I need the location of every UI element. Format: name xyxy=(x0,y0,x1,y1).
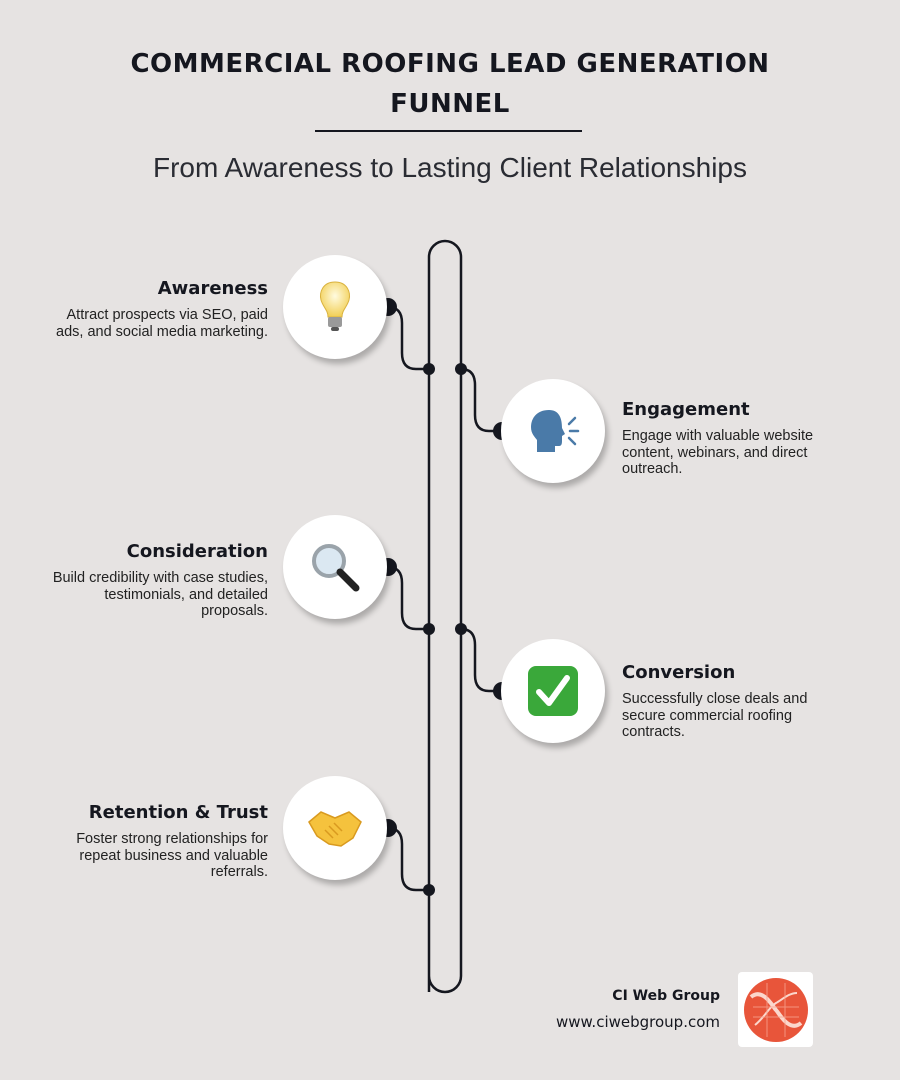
title-line-2: FUNNEL xyxy=(390,89,510,119)
speaking-head-icon xyxy=(531,410,580,452)
conversion-icon-circle xyxy=(501,639,605,743)
stage-description: Attract prospects via SEO, paid ads, and… xyxy=(56,307,268,340)
connector-awareness xyxy=(387,305,429,371)
title-divider xyxy=(315,130,582,132)
node-dot xyxy=(423,884,435,896)
stage-title: Consideration xyxy=(126,541,268,562)
stage-title: Conversion xyxy=(622,662,736,683)
node-dot xyxy=(455,363,467,375)
engagement-icon-circle xyxy=(501,379,605,483)
funnel-spine xyxy=(427,239,463,994)
connector-conversion xyxy=(460,627,502,693)
page-title: COMMERCIAL ROOFING LEAD GENERATION FUNNE… xyxy=(0,44,900,124)
stage-retention: Retention & Trust Foster strong relation… xyxy=(38,802,268,881)
stage-engagement: Engagement Engage with valuable website … xyxy=(622,399,852,478)
node-dot xyxy=(423,363,435,375)
stage-title: Awareness xyxy=(157,278,268,299)
awareness-icon-circle xyxy=(283,255,387,359)
stage-description: Foster strong relationships for repeat b… xyxy=(76,831,268,880)
connector-retention xyxy=(387,826,429,892)
stage-conversion: Conversion Successfully close deals and … xyxy=(622,662,852,741)
title-line-1: COMMERCIAL ROOFING LEAD GENERATION xyxy=(130,49,770,79)
subtitle: From Awareness to Lasting Client Relatio… xyxy=(152,152,747,183)
consideration-icon-circle xyxy=(283,515,387,619)
brand-url[interactable]: www.ciwebgroup.com xyxy=(556,1013,720,1031)
node-dot xyxy=(455,623,467,635)
check-mark-icon xyxy=(528,666,578,716)
stage-description: Engage with valuable website content, we… xyxy=(622,428,814,477)
connector-engagement xyxy=(460,367,502,433)
brand-logo xyxy=(738,972,813,1047)
retention-icon-circle xyxy=(283,776,387,880)
connector-consideration xyxy=(387,565,429,631)
magnifying-glass-icon xyxy=(312,544,360,592)
stage-consideration: Consideration Build credibility with cas… xyxy=(38,541,268,620)
brand-name: CI Web Group xyxy=(612,988,720,1004)
globe-logo-icon xyxy=(743,977,808,1042)
stage-description: Build credibility with case studies, tes… xyxy=(52,570,268,619)
stage-description: Successfully close deals and secure comm… xyxy=(622,691,808,740)
stage-title: Retention & Trust xyxy=(88,802,268,823)
node-dot xyxy=(423,623,435,635)
stage-title: Engagement xyxy=(622,399,750,420)
lightbulb-icon xyxy=(320,281,350,331)
handshake-icon xyxy=(308,811,362,847)
stage-awareness: Awareness Attract prospects via SEO, pai… xyxy=(38,278,268,340)
